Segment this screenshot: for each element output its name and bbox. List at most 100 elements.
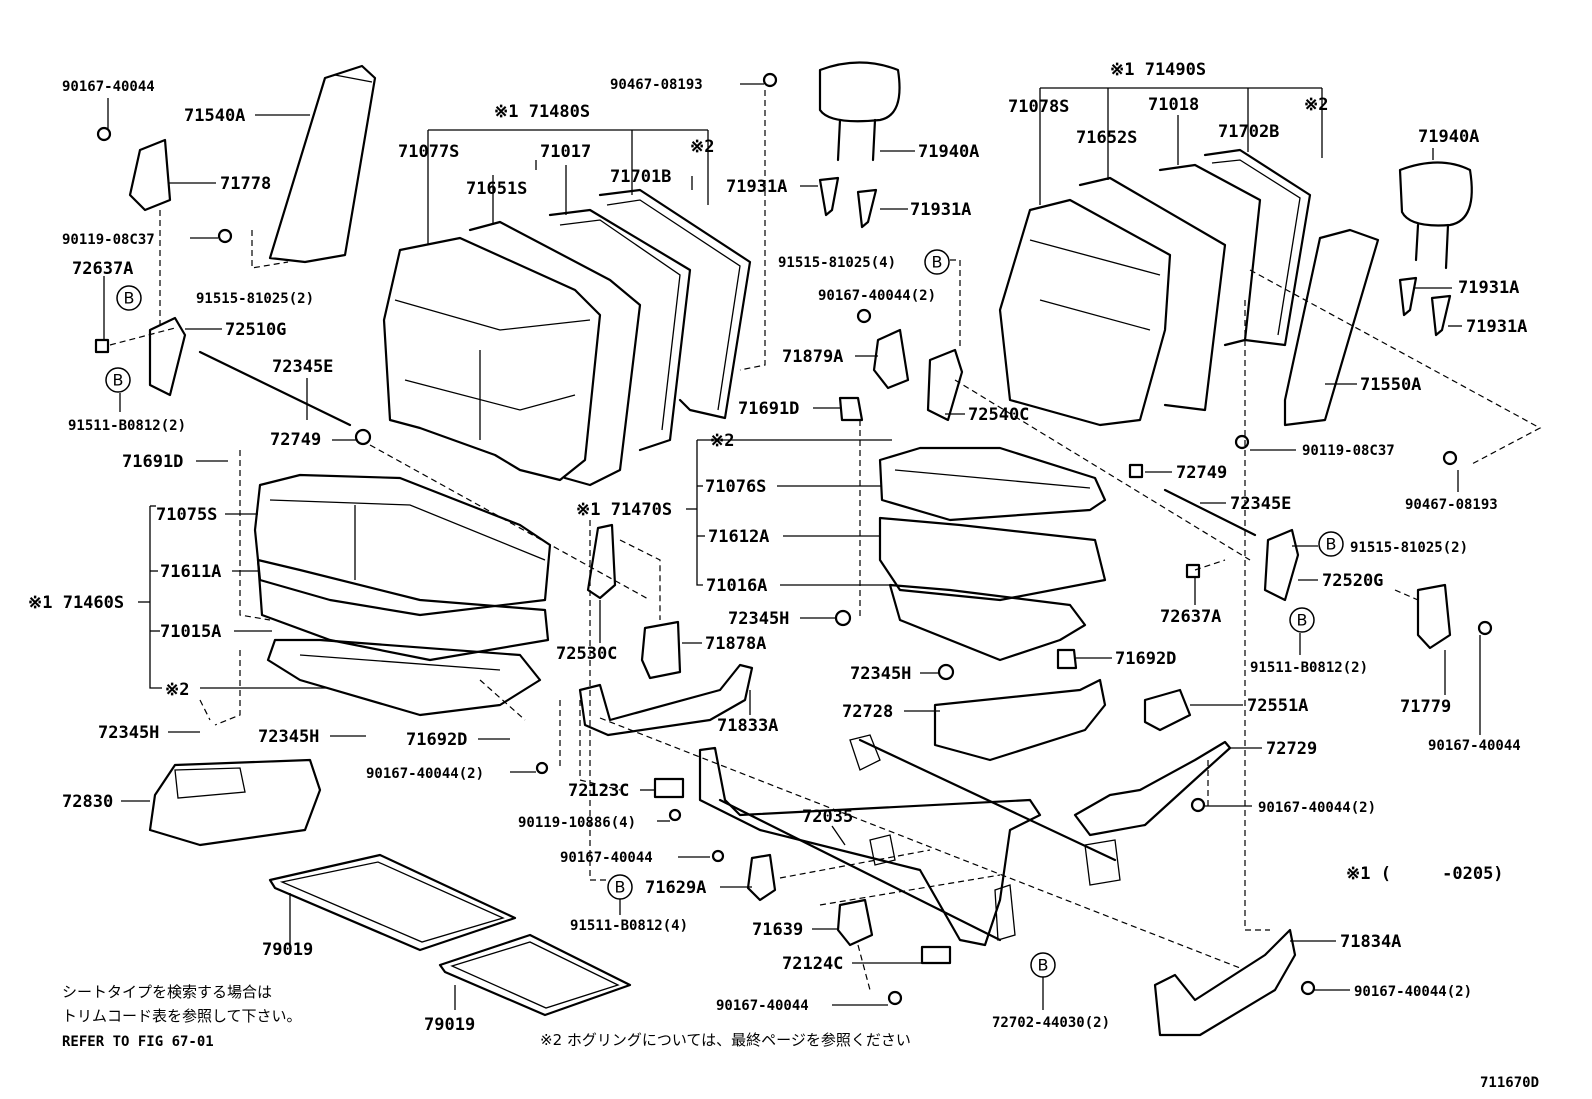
- b-marker-6: B: [1326, 535, 1337, 554]
- b-marker-2: B: [113, 371, 124, 390]
- callout-71470s: ※1 71470S: [576, 500, 672, 520]
- callout-91515-81025: 91515-81025(2): [196, 291, 314, 307]
- callout-71931a: 71931A: [1466, 317, 1527, 337]
- cover-71691d-c: [838, 396, 864, 422]
- callout-71077s: 71077S: [398, 142, 459, 162]
- callout-71692d: 71692D: [1115, 649, 1176, 669]
- callout-72124c: 72124C: [782, 954, 843, 974]
- mat-79019-b: [438, 933, 632, 1017]
- callout-90167-40044: 90167-40044: [62, 79, 155, 95]
- callout-90167-40044: 90167-40044(2): [1258, 800, 1376, 816]
- callout-71629a: 71629A: [645, 878, 706, 898]
- callout-79019: 79019: [424, 1015, 475, 1035]
- bolt-icon: [217, 228, 233, 244]
- bolt-icon: [711, 849, 725, 863]
- callout-72035: 72035: [802, 807, 853, 827]
- callout-71879a: 71879A: [782, 347, 843, 367]
- bolt-icon: [96, 126, 112, 142]
- callout-71834a: 71834A: [1340, 932, 1401, 952]
- cover-72551a: [1143, 688, 1192, 732]
- callout-note2: ※2: [690, 137, 714, 157]
- bolt-icon: [535, 761, 549, 775]
- bolt-icon: [668, 808, 682, 822]
- track-rod-upper: [858, 738, 1117, 862]
- callout-71075s: 71075S: [156, 505, 217, 525]
- seatback-cushion-71078s: [998, 198, 1172, 427]
- callout-71931a: 71931A: [1458, 278, 1519, 298]
- callout-72345e: 72345E: [272, 357, 333, 377]
- cover-72728: [933, 678, 1107, 762]
- guide-71931a-r1: [1398, 276, 1418, 317]
- callout-71931a: 71931A: [726, 177, 787, 197]
- cover-71692d-c: [1056, 648, 1078, 670]
- notes: ※1 ( -0205) シートタイプを検索する場合は トリムコード表を参照して下…: [62, 864, 1539, 1091]
- callout-72345e: 72345E: [1230, 494, 1291, 514]
- seat-pad-71611a: [256, 558, 550, 662]
- seat-frame-71015a: [266, 638, 542, 717]
- callout-71833a: 71833A: [717, 716, 778, 736]
- callout-71778: 71778: [220, 174, 271, 194]
- callout-72637a: 72637A: [72, 259, 133, 279]
- lever-72729: [1073, 740, 1232, 837]
- side-cover-71540a: [268, 64, 377, 264]
- callout-90119-08c37: 90119-08C37: [1302, 443, 1395, 459]
- guide-71931a-r2: [1430, 294, 1452, 337]
- callout-72749: 72749: [1176, 463, 1227, 483]
- guide-71931a-c2: [856, 188, 878, 229]
- seatback-cover-71651s: [468, 220, 642, 487]
- callout-90167-40044: 90167-40044: [1428, 738, 1521, 754]
- callout-71460s: ※1 71460S: [28, 593, 124, 613]
- figure-id: 711670D: [1480, 1075, 1539, 1091]
- callout-72345h: 72345H: [98, 723, 159, 743]
- callout-90167-40044: 90167-40044(2): [1354, 984, 1472, 1000]
- callout-90467-08193: 90467-08193: [1405, 497, 1498, 513]
- callout-91515-81025: 91515-81025(4): [778, 255, 896, 271]
- callout-71651s: 71651S: [466, 179, 527, 199]
- callout-72520g: 72520G: [1322, 571, 1383, 591]
- callout-71612a: 71612A: [708, 527, 769, 547]
- cover-71878a: [640, 620, 682, 680]
- callout-90119-10886: 90119-10886(4): [518, 815, 636, 831]
- callout-71550a: 71550A: [1360, 375, 1421, 395]
- callout-72637a: 72637A: [1160, 607, 1221, 627]
- seatback-board-71701b: [598, 188, 752, 420]
- belt-guide-71778: [128, 138, 172, 212]
- seatback-cover-71652s: [1078, 176, 1227, 412]
- callout-71480s: ※1 71480S: [494, 102, 590, 122]
- callout-91511-b0812: 91511-B0812(2): [1250, 660, 1368, 676]
- headrest-71940a-c: [818, 61, 901, 123]
- callout-91511-b0812: 91511-B0812(4): [570, 918, 688, 934]
- mat-79019-a: [268, 853, 517, 952]
- guide-71931a-c1: [818, 176, 840, 217]
- callout-71702b: 71702B: [1218, 122, 1279, 142]
- callout-note2: ※2: [710, 431, 734, 451]
- callout-71701b: 71701B: [610, 167, 671, 187]
- block-72124c: [920, 945, 952, 965]
- seat-cushion-71075s: [253, 473, 552, 617]
- callout-90167-40044: 90167-40044: [560, 850, 653, 866]
- callout-72123c: 72123C: [568, 781, 629, 801]
- plug-72345h-c1: [834, 609, 852, 627]
- block-72123c: [653, 777, 685, 799]
- seatback-frame-71018: [1158, 163, 1262, 347]
- bracket-71629a: [746, 853, 777, 902]
- leader-lines: [103, 83, 1481, 1010]
- rod-72345e-l: [198, 350, 352, 427]
- seatback-board-71702b: [1203, 148, 1312, 347]
- callout-71691d: 71691D: [738, 399, 799, 419]
- callout-71016a: 71016A: [706, 576, 767, 596]
- bolt-icon: [1190, 797, 1206, 813]
- callout-71015a: 71015A: [160, 622, 221, 642]
- hinge-72530c: [586, 523, 617, 600]
- note-jp-line1: シートタイプを検索する場合は: [62, 983, 272, 1001]
- callout-71018: 71018: [1148, 95, 1199, 115]
- side-cover-71550a: [1283, 228, 1380, 427]
- callout-note2: ※2: [1304, 95, 1328, 115]
- b-marker-5: B: [1038, 956, 1049, 975]
- part-shapes: [94, 61, 1493, 1037]
- callout-72345h: 72345H: [728, 609, 789, 629]
- b-marker-1: B: [124, 289, 135, 308]
- rail-cover-71833a: [578, 663, 754, 737]
- callout-72345h: 72345H: [850, 664, 911, 684]
- callout-71490s: ※1 71490S: [1110, 60, 1206, 80]
